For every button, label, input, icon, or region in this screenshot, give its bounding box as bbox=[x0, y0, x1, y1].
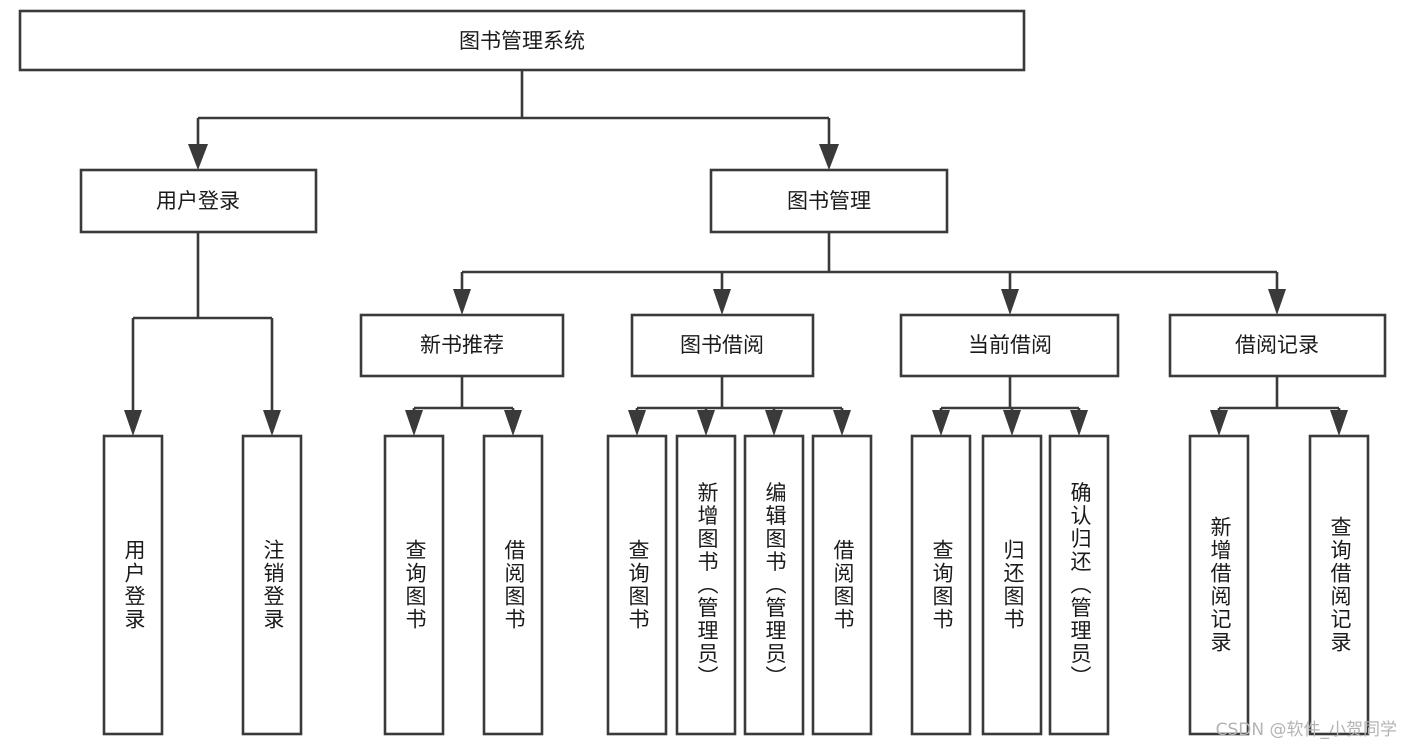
arrow-to-leaf-query-record bbox=[1330, 410, 1348, 436]
node-leaf-query-book-2-label: 查询图书 bbox=[626, 539, 650, 631]
arrow-to-leaf-borrow-book-2 bbox=[833, 410, 851, 436]
arrow-to-leaf-query-book-2 bbox=[628, 410, 646, 436]
arrow-to-leaf-borrow-book-1 bbox=[504, 410, 522, 436]
arrow-to-user-login bbox=[188, 144, 208, 170]
arrow-to-book-manage bbox=[819, 144, 839, 170]
arrow-to-book-borrow bbox=[713, 289, 731, 315]
node-borrow-record-label: 借阅记录 bbox=[1235, 333, 1319, 357]
node-leaf-borrow-book-1-label: 借阅图书 bbox=[502, 539, 526, 631]
node-borrow-record-box[interactable] bbox=[1168, 313, 1387, 378]
node-leaf-user-login-label: 用户登录 bbox=[122, 539, 146, 631]
node-leaf-return-book[interactable]: 归还图书 bbox=[981, 434, 1043, 736]
node-leaf-query-book-3-label: 查询图书 bbox=[930, 539, 954, 631]
node-leaf-borrow-book-2[interactable]: 借阅图书 bbox=[811, 434, 873, 736]
node-leaf-return-book-label: 归还图书 bbox=[1001, 539, 1025, 631]
node-book-borrow-label: 图书借阅 bbox=[680, 333, 764, 357]
node-leaf-borrow-book-1-box[interactable] bbox=[482, 434, 544, 736]
node-leaf-query-record-box[interactable] bbox=[1308, 434, 1370, 736]
node-leaf-query-book-2[interactable]: 查询图书 bbox=[606, 434, 668, 736]
node-book-manage-box[interactable] bbox=[709, 168, 949, 234]
node-leaf-user-logout-box[interactable] bbox=[241, 434, 303, 736]
arrow-to-new-book-recommend bbox=[453, 289, 471, 315]
arrow-to-current-borrow bbox=[1001, 289, 1019, 315]
node-user-login-label: 用户登录 bbox=[156, 189, 240, 213]
node-leaf-user-login-box[interactable] bbox=[102, 434, 164, 736]
node-leaf-user-logout[interactable]: 注销登录 bbox=[241, 434, 303, 736]
arrow-to-leaf-query-book-1 bbox=[405, 410, 423, 436]
node-leaf-query-record-label: 查询借阅记录 bbox=[1328, 516, 1352, 654]
node-leaf-query-record[interactable]: 查询借阅记录 bbox=[1308, 434, 1370, 736]
node-leaf-borrow-book-1[interactable]: 借阅图书 bbox=[482, 434, 544, 736]
node-leaf-edit-book-box[interactable] bbox=[743, 434, 805, 736]
node-book-manage[interactable]: 图书管理 bbox=[709, 168, 949, 234]
node-leaf-query-book-3-box[interactable] bbox=[910, 434, 972, 736]
arrow-to-leaf-query-book-3 bbox=[932, 410, 950, 436]
arrow-to-leaf-user-logout bbox=[263, 410, 281, 436]
node-user-login[interactable]: 用户登录 bbox=[79, 168, 318, 234]
node-leaf-query-book-1[interactable]: 查询图书 bbox=[383, 434, 445, 736]
node-leaf-add-book[interactable]: 新增图书（管理员） bbox=[675, 434, 737, 736]
node-leaf-edit-book-label: 编辑图书（管理员） bbox=[763, 482, 787, 689]
arrow-to-leaf-return-book bbox=[1003, 410, 1021, 436]
node-leaf-confirm-return-label: 确认归还（管理员） bbox=[1068, 482, 1092, 689]
node-leaf-add-record[interactable]: 新增借阅记录 bbox=[1188, 434, 1250, 736]
node-new-book-recommend-box[interactable] bbox=[359, 313, 565, 378]
node-leaf-edit-book[interactable]: 编辑图书（管理员） bbox=[743, 434, 805, 736]
node-leaf-query-book-2-box[interactable] bbox=[606, 434, 668, 736]
node-current-borrow[interactable]: 当前借阅 bbox=[899, 313, 1120, 378]
node-leaf-query-book-1-box[interactable] bbox=[383, 434, 445, 736]
node-root-label: 图书管理系统 bbox=[459, 29, 585, 53]
node-current-borrow-label: 当前借阅 bbox=[968, 333, 1052, 357]
node-leaf-add-record-label: 新增借阅记录 bbox=[1208, 516, 1232, 654]
node-leaf-add-record-box[interactable] bbox=[1188, 434, 1250, 736]
arrow-to-leaf-add-record bbox=[1210, 410, 1228, 436]
node-borrow-record[interactable]: 借阅记录 bbox=[1168, 313, 1387, 378]
node-root[interactable]: 图书管理系统 bbox=[18, 9, 1026, 72]
node-book-borrow[interactable]: 图书借阅 bbox=[630, 313, 815, 378]
node-leaf-query-book-3[interactable]: 查询图书 bbox=[910, 434, 972, 736]
node-leaf-confirm-return[interactable]: 确认归还（管理员） bbox=[1048, 434, 1110, 736]
node-new-book-recommend-label: 新书推荐 bbox=[420, 333, 504, 357]
node-leaf-query-book-1-label: 查询图书 bbox=[403, 539, 427, 631]
node-leaf-user-login[interactable]: 用户登录 bbox=[102, 434, 164, 736]
node-leaf-add-book-label: 新增图书（管理员） bbox=[695, 482, 719, 689]
node-book-manage-label: 图书管理 bbox=[787, 189, 871, 213]
node-user-login-box[interactable] bbox=[79, 168, 318, 234]
watermark-text: CSDN @软件_小贺同学 bbox=[1215, 720, 1397, 740]
node-leaf-add-book-box[interactable] bbox=[675, 434, 737, 736]
node-leaf-borrow-book-2-box[interactable] bbox=[811, 434, 873, 736]
arrow-to-leaf-user-login bbox=[124, 410, 142, 436]
node-new-book-recommend[interactable]: 新书推荐 bbox=[359, 313, 565, 378]
node-root-box[interactable] bbox=[18, 9, 1026, 72]
node-book-borrow-box[interactable] bbox=[630, 313, 815, 378]
node-current-borrow-box[interactable] bbox=[899, 313, 1120, 378]
node-leaf-borrow-book-2-label: 借阅图书 bbox=[831, 539, 855, 631]
node-leaf-return-book-box[interactable] bbox=[981, 434, 1043, 736]
arrow-to-leaf-confirm-return bbox=[1070, 410, 1088, 436]
arrow-to-borrow-record bbox=[1268, 289, 1286, 315]
connector-layer bbox=[124, 70, 1348, 436]
node-leaf-user-logout-label: 注销登录 bbox=[261, 539, 285, 631]
node-leaf-confirm-return-box[interactable] bbox=[1048, 434, 1110, 736]
arrow-to-leaf-edit-book bbox=[765, 410, 783, 436]
arrow-to-leaf-add-book bbox=[697, 410, 715, 436]
